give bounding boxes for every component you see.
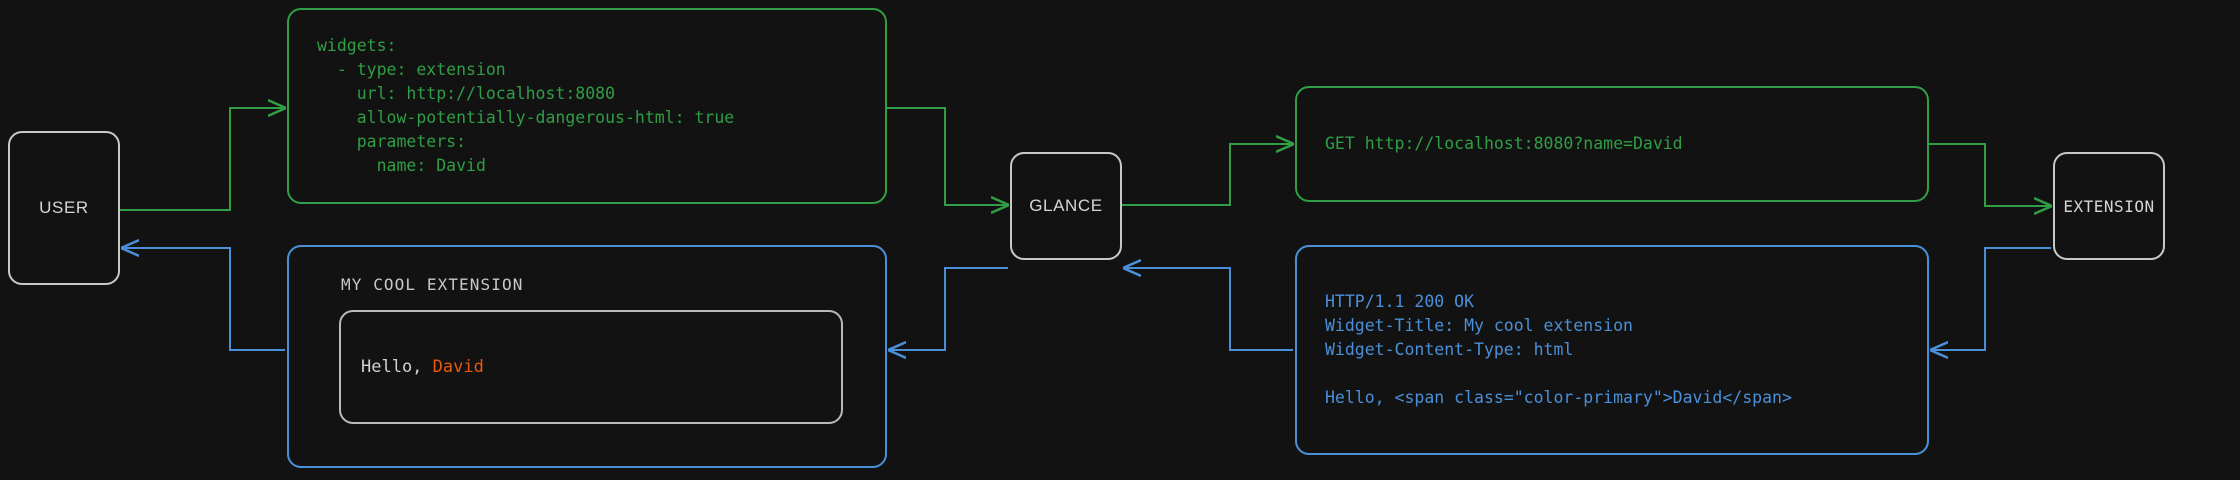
widget-greeting: Hello, David <box>341 357 484 377</box>
wire-request-to-extension <box>1929 143 2051 206</box>
http-response-code: HTTP/1.1 200 OK Widget-Title: My cool ex… <box>1325 292 1792 407</box>
node-extension[interactable]: EXTENSION <box>2053 152 2165 260</box>
node-user[interactable]: USER <box>8 131 120 285</box>
yaml-config-code: widgets: - type: extension url: http://l… <box>317 36 735 175</box>
yaml-config-box: widgets: - type: extension url: http://l… <box>287 8 887 204</box>
widget-title: MY COOL EXTENSION <box>341 275 524 294</box>
widget-greeting-name: David <box>432 357 484 377</box>
node-glance[interactable]: GLANCE <box>1010 152 1122 260</box>
http-request-box: GET http://localhost:8080?name=David <box>1295 86 1929 202</box>
rendered-widget-box: MY COOL EXTENSION Hello, David <box>287 245 887 468</box>
http-response-box: HTTP/1.1 200 OK Widget-Title: My cool ex… <box>1295 245 1929 455</box>
wire-widget-to-user <box>122 248 285 351</box>
node-user-label: USER <box>39 198 89 217</box>
http-request-code: GET http://localhost:8080?name=David <box>1325 134 1683 153</box>
node-extension-label: EXTENSION <box>2063 196 2155 216</box>
node-glance-label: GLANCE <box>1029 196 1103 215</box>
wire-glance-to-widget <box>889 267 1008 350</box>
widget-content-card: Hello, David <box>339 310 843 424</box>
wire-user-to-config <box>120 108 285 211</box>
wire-glance-to-request <box>1122 144 1293 206</box>
wire-config-to-glance <box>887 107 1008 205</box>
wire-extension-to-response <box>1931 247 2051 350</box>
wire-response-to-glance <box>1124 268 1293 351</box>
widget-greeting-prefix: Hello, <box>361 357 433 377</box>
